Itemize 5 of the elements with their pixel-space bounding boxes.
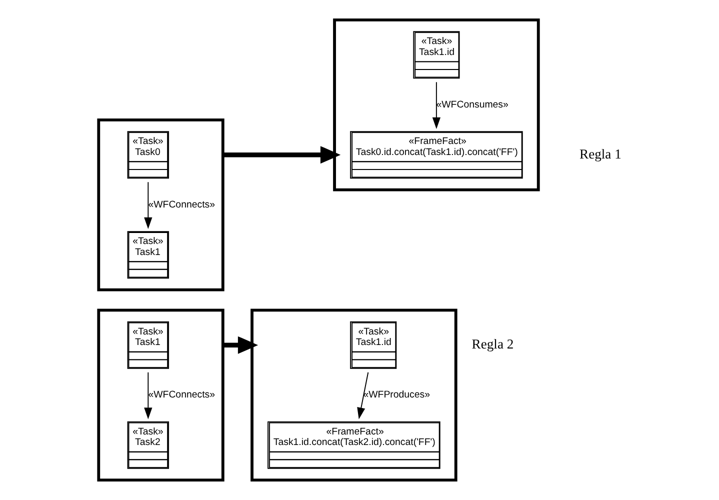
edge-label: «WFConnects» [148,390,215,401]
edge-label: «WFProduces» [362,390,430,401]
label: Regla 2 [471,336,514,352]
label: Regla 1 [579,146,621,162]
edge-label: «WFConnects» [148,199,215,210]
